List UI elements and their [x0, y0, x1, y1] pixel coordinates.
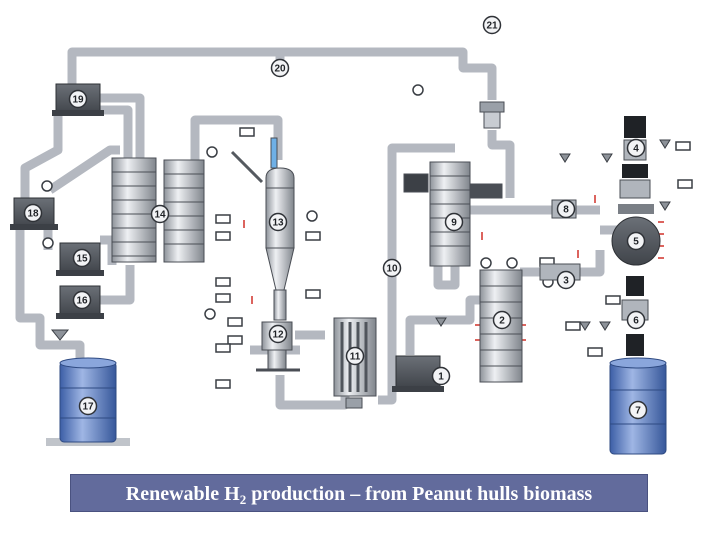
unit-21-badge: 21 [482, 15, 502, 35]
unit-3-badge: 3 [556, 270, 576, 290]
unit-13 [230, 137, 295, 321]
unit-15-badge-circle [72, 248, 92, 268]
unit-6-label: 6 [633, 316, 639, 327]
unit-12-label: 12 [272, 330, 284, 341]
unit-15-label: 15 [76, 254, 88, 265]
unit-10-badge-circle [382, 258, 402, 278]
unit-14 [111, 157, 205, 263]
piping [15, 47, 620, 410]
unit-5-badge-circle [626, 231, 646, 251]
unit-18-badge: 18 [23, 203, 43, 223]
unit-9-badge: 9 [444, 212, 464, 232]
unit-17-label: 17 [82, 402, 94, 413]
unit-21-label: 21 [486, 21, 498, 32]
unit-14-badge-circle [150, 204, 170, 224]
unit-16-label: 16 [76, 296, 88, 307]
small-instruments [41, 84, 693, 389]
unit-7-badge-circle [628, 400, 648, 420]
unit-10-label: 10 [386, 264, 398, 275]
unit-9-label: 9 [451, 218, 457, 229]
unit-5-badge: 5 [626, 231, 646, 251]
unit-11-badge-circle [345, 346, 365, 366]
unit-21-badge-circle [482, 15, 502, 35]
unit-6-badge: 6 [626, 310, 646, 330]
unit-12-badge-circle [268, 324, 288, 344]
unit-18-label: 18 [27, 209, 39, 220]
unit-3-badge-circle [556, 270, 576, 290]
unit-2-label: 2 [499, 316, 505, 327]
unit-19-label: 19 [72, 95, 84, 106]
caption-text-end: production – from Peanut hulls biomass [246, 483, 593, 505]
unit-10-badge: 10 [382, 258, 402, 278]
unit-15-badge: 15 [72, 248, 92, 268]
unit-7-label: 7 [635, 406, 641, 417]
unit-1-label: 1 [438, 372, 444, 383]
unit-12-badge: 12 [268, 324, 288, 344]
unit-8-label: 8 [563, 205, 569, 216]
caption-text: Renewable H [125, 483, 240, 505]
unit-11-badge: 11 [345, 346, 365, 366]
unit-9-badge-circle [444, 212, 464, 232]
unit-4-badge: 4 [626, 138, 646, 158]
unit-13-badge-circle [268, 212, 288, 232]
unit-21 [479, 101, 505, 129]
unit-1-badge-circle [431, 366, 451, 386]
unit-11-label: 11 [350, 352, 361, 363]
unit-13-label: 13 [272, 218, 284, 229]
unit-19-badge: 19 [68, 89, 88, 109]
diagram-caption: Renewable H2 production – from Peanut hu… [70, 474, 648, 512]
unit-16-badge: 16 [72, 290, 92, 310]
unit-4-badge-circle [626, 138, 646, 158]
unit-13-badge: 13 [268, 212, 288, 232]
unit-2-badge-circle [492, 310, 512, 330]
caption-subscript: 2 [239, 492, 247, 507]
unit-14-badge: 14 [150, 204, 170, 224]
unit-20-badge: 20 [270, 58, 290, 78]
unit-6-badge-circle [626, 310, 646, 330]
unit-7-badge: 7 [628, 400, 648, 420]
unit-20-badge-circle [270, 58, 290, 78]
unit-5-label: 5 [633, 237, 639, 248]
unit-14-label: 14 [154, 210, 166, 221]
unit-3-label: 3 [563, 276, 569, 287]
unit-16-badge-circle [72, 290, 92, 310]
unit-18-badge-circle [23, 203, 43, 223]
unit-2-badge: 2 [492, 310, 512, 330]
unit-4-label: 4 [633, 144, 639, 155]
unit-1-badge: 1 [431, 366, 451, 386]
unit-19-badge-circle [68, 89, 88, 109]
unit-17-badge-circle [78, 396, 98, 416]
unit-8-badge-circle [556, 199, 576, 219]
unit-17-badge: 17 [78, 396, 98, 416]
valve-glyphs [50, 139, 671, 341]
unit-20-label: 20 [274, 64, 286, 75]
unit-8-badge: 8 [556, 199, 576, 219]
